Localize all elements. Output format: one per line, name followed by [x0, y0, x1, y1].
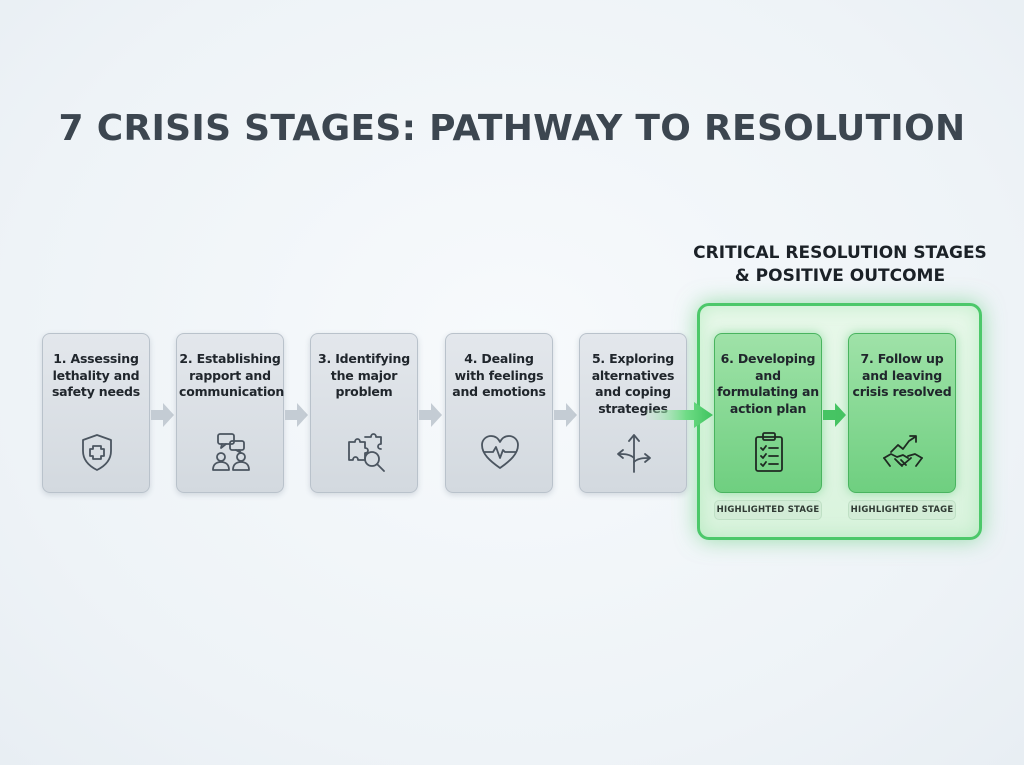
- stage-card-3: 3. Identifying the major problem: [310, 333, 418, 493]
- flow-arrow-green: [823, 400, 847, 430]
- puzzle-magnifier-icon: [343, 430, 387, 474]
- highlighted-stage-badge: HIGHLIGHTED STAGE: [848, 500, 956, 520]
- diverging-arrows-icon: [612, 430, 656, 474]
- highlighted-stage-badge: HIGHLIGHTED STAGE: [714, 500, 822, 520]
- stage-card-4: 4. Dealing with feelings and emotions: [445, 333, 553, 493]
- stage-label: 6. Developing and formulating an action …: [717, 351, 819, 416]
- flow-arrow: [554, 400, 578, 430]
- page-title: 7 CRISIS STAGES: PATHWAY TO RESOLUTION: [58, 108, 966, 149]
- stage-card-2: 2. Establishing rapport and communicatio…: [176, 333, 284, 493]
- flow-arrow: [419, 400, 443, 430]
- heart-pulse-icon: [478, 430, 522, 474]
- clipboard-checklist-icon: [747, 430, 791, 474]
- stage-card-1: 1. Assessing lethality and safety needs: [42, 333, 150, 493]
- highlight-heading: CRITICAL RESOLUTION STAGES & POSITIVE OU…: [690, 242, 990, 288]
- highlight-flow-arrow: [646, 399, 714, 431]
- stage-label: 4. Dealing with feelings and emotions: [452, 351, 546, 399]
- flow-arrow: [151, 400, 175, 430]
- stage-label: 3. Identifying the major problem: [318, 351, 410, 399]
- stage-card-5: 5. Exploring alternatives and coping str…: [579, 333, 687, 493]
- stage-card-7: 7. Follow up and leaving crisis resolved: [848, 333, 956, 493]
- shield-cross-icon: [75, 430, 119, 474]
- stage-label: 7. Follow up and leaving crisis resolved: [852, 351, 952, 399]
- highlight-heading-line2: & POSITIVE OUTCOME: [734, 266, 946, 286]
- stage-label: 1. Assessing lethality and safety needs: [51, 351, 141, 399]
- stage-label: 2. Establishing rapport and communicatio…: [179, 351, 285, 399]
- conversation-icon: [209, 430, 253, 474]
- flow-arrow: [285, 400, 309, 430]
- stage-card-6: 6. Developing and formulating an action …: [714, 333, 822, 493]
- highlight-heading-line1: CRITICAL RESOLUTION STAGES: [693, 243, 987, 263]
- handshake-growth-icon: [881, 430, 925, 474]
